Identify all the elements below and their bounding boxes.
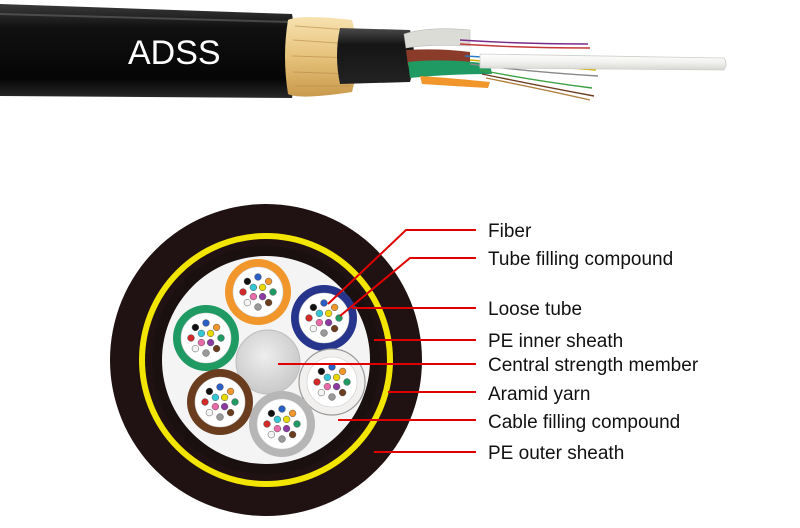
fiber: [205, 408, 214, 417]
fiber: [320, 299, 328, 307]
fiber: [249, 292, 258, 301]
cable-cross-section: [110, 204, 422, 516]
tube-white-exposed: [403, 28, 471, 49]
fiber: [202, 349, 210, 357]
cable-inner-sheath: [337, 28, 414, 84]
fiber: [201, 398, 209, 406]
fiber: [324, 309, 333, 318]
fiber: [226, 408, 235, 417]
cable-photo: ADSS: [0, 4, 727, 101]
fiber: [320, 329, 328, 337]
fiber: [343, 378, 351, 386]
fiber: [205, 387, 214, 396]
fiber: [254, 303, 262, 311]
fiber: [212, 344, 221, 353]
aramid-yarn-ring: [139, 233, 393, 487]
fiber: [267, 409, 276, 418]
fiber: [197, 329, 206, 338]
fiber: [309, 324, 318, 333]
fiber: [330, 324, 339, 333]
label-fiber: Fiber: [488, 221, 532, 242]
fiber: [206, 338, 215, 347]
fiber: [191, 323, 200, 332]
fiber: [187, 334, 195, 342]
fiber: [273, 424, 282, 433]
fiber: [328, 393, 336, 401]
fiber: [305, 314, 313, 322]
fiber: [231, 398, 239, 406]
callout-lines: [278, 229, 476, 453]
fiber: [313, 378, 321, 386]
fiber: [269, 288, 277, 296]
fiber: [278, 405, 286, 413]
tube-green-exposed: [408, 60, 492, 78]
fiber: [309, 303, 318, 312]
fiber: [332, 373, 341, 382]
fiber: [267, 430, 276, 439]
fiber: [264, 277, 273, 286]
fiber: [338, 367, 347, 376]
fiber: [216, 383, 224, 391]
fiber: [288, 430, 297, 439]
fiber: [323, 373, 332, 382]
fiber: [212, 323, 221, 332]
fiber: [332, 382, 341, 391]
fiber: [258, 292, 267, 301]
fiber: [324, 318, 333, 327]
callout-line-fiber: [327, 229, 476, 305]
label-aramid-yarn: Aramid yarn: [488, 384, 590, 405]
fiber: [282, 415, 291, 424]
fiber: [288, 409, 297, 418]
fiber: [217, 334, 225, 342]
fiber: [330, 303, 339, 312]
label-cable-filling-compound: Cable filling compound: [488, 412, 680, 433]
cable-brand-label: ADSS: [128, 34, 221, 72]
fiber: [239, 288, 247, 296]
fiber: [226, 387, 235, 396]
central-strength-member: [235, 329, 301, 395]
fiber: [220, 402, 229, 411]
fiber: [317, 388, 326, 397]
fiber: [258, 283, 267, 292]
label-loose-tube: Loose tube: [488, 299, 582, 320]
fiber: [220, 393, 229, 402]
fiber: [315, 309, 324, 318]
fibers-exposed: [459, 39, 601, 101]
fiber: [273, 415, 282, 424]
fiber: [264, 298, 273, 307]
fiber: [317, 367, 326, 376]
fiber: [254, 273, 262, 281]
fiber: [293, 420, 301, 428]
fiber: [323, 382, 332, 391]
fiber: [211, 402, 220, 411]
fiber: [315, 318, 324, 327]
callout-line-tube-filling-compound: [339, 257, 476, 317]
label-pe-outer-sheath: PE outer sheath: [488, 443, 624, 464]
label-tube-filling-compound: Tube filling compound: [488, 249, 673, 270]
fiber: [282, 424, 291, 433]
fiber: [211, 393, 220, 402]
fiber: [191, 344, 200, 353]
loose-tube-group: [173, 259, 366, 457]
fiber: [249, 283, 258, 292]
callout-labels: Fiber Tube filling compound Loose tube P…: [488, 221, 699, 464]
tube-orange-exposed: [420, 76, 490, 88]
fiber: [338, 388, 347, 397]
fiber: [243, 277, 252, 286]
fiber: [197, 338, 206, 347]
fiber: [278, 435, 286, 443]
fiber: [216, 413, 224, 421]
jacket-highlight: [0, 13, 293, 23]
fiber: [243, 298, 252, 307]
central-strength-rod: [479, 53, 727, 71]
fiber: [202, 319, 210, 327]
fiber: [206, 329, 215, 338]
fiber: [263, 420, 271, 428]
cable-outer-jacket: [0, 4, 296, 98]
label-central-strength-member: Central strength member: [488, 355, 699, 376]
loose-tubes-exposed: [403, 28, 492, 88]
label-pe-inner-sheath: PE inner sheath: [488, 331, 623, 352]
